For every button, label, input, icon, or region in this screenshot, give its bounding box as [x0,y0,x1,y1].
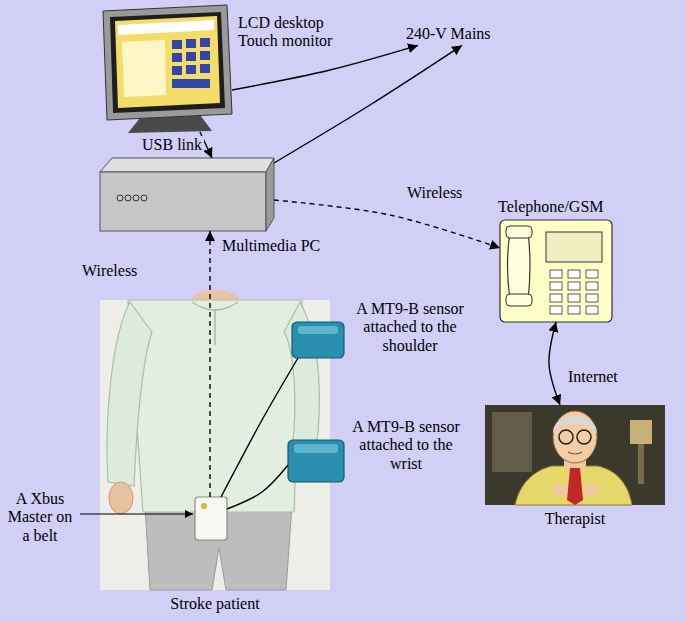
monitor-frame [110,12,225,113]
sensor-label: A MT9-B sensor attached to the wrist [350,418,462,473]
hand [109,482,133,514]
figure-label: Stroke patient [155,595,275,613]
mains-supply: 240-V Mains [404,23,493,45]
mouth [568,452,582,454]
device-label: 240-V Mains [406,25,491,43]
glasses [559,430,573,444]
sweater-collar [192,302,238,310]
screen-key [200,64,210,73]
hand [582,484,598,496]
device-label: LCD desktop Touch monitor [238,14,342,51]
telephone: Telephone/GSM [500,220,612,322]
phone-key [550,294,562,302]
sweater-zip [214,310,215,345]
screen-key [186,52,196,61]
sensor-highlight [294,444,338,453]
pc-button [141,195,147,201]
device-label: Telephone/GSM [498,198,618,216]
therapist-picture [485,405,665,505]
phone-key [586,270,598,278]
patient-photo: Stroke patientA MT9-B sensor attached to… [100,300,330,590]
phone-mouthpiece [506,294,532,306]
phone-key [586,306,598,314]
phone-key [568,294,580,302]
shoulder-sensor-icon [292,322,344,358]
screen-key [172,40,182,49]
face [553,411,597,463]
device-label: A Xbus Master on a belt [4,490,76,545]
shirt [515,466,632,505]
screen-key [200,51,210,60]
screen-bar [118,20,214,35]
room-window [492,412,532,472]
pc-button [117,195,123,201]
power-arrow [232,45,418,90]
sensor-wire [221,358,298,497]
xbus-master: A Xbus Master on a belt [195,497,227,540]
sensor-box: A MT9-B sensor attached to the wrist [288,440,344,482]
phone-key [586,294,598,302]
pc-top [100,158,274,172]
pc-front [100,172,266,231]
internet-arrow [549,322,560,405]
sweater-arm [107,302,152,486]
connector-label: Wireless [405,184,464,202]
pc-button [133,195,139,201]
xbus-master-icon [195,497,227,540]
touch-monitor: LCD desktop Touch monitor [100,5,232,132]
screen-key [172,53,182,62]
tie [567,468,583,505]
phone-body [500,220,612,322]
sweater-torso [128,300,302,512]
screen-key [186,65,196,74]
sensor-highlight [298,326,338,334]
therapist-picture: Therapist [485,405,665,505]
pc-button [125,195,131,201]
phone-keypad [550,270,598,314]
monitor-bezel [103,5,232,120]
connector-label: Wireless [80,262,139,280]
glasses [577,430,591,444]
room-lamp [630,420,652,444]
phone-key [550,270,562,278]
screen-key [172,79,210,88]
connector-label: Internet [566,368,620,386]
sensor-wire [227,465,288,509]
hand [552,484,568,496]
pc-buttons [117,195,147,201]
screen-key [200,38,210,47]
figure-label: Therapist [515,510,635,528]
wireless-arrow [209,231,210,497]
screen-keypad [172,38,210,88]
phone-key [568,306,580,314]
phone-screen [546,232,602,262]
monitor-screen [115,16,220,108]
screen-panel [122,40,166,97]
hair [553,416,597,434]
screen-key [172,66,182,75]
sensor-label: A MT9-B sensor attached to the shoulder [350,300,470,355]
phone-handset [508,232,531,300]
xbus-light [201,503,207,509]
sensor-box: A MT9-B sensor attached to the shoulder [292,322,344,358]
screen-key [186,39,196,48]
pc-side [266,158,274,231]
phone-earpiece [506,226,532,238]
device-label: Multimedia PC [222,237,334,255]
phone-key [586,282,598,290]
multimedia-pc: Multimedia PC [100,158,274,231]
wrist-sensor-icon [288,440,344,482]
leader-line [80,513,193,514]
power-arrow [274,45,462,163]
phone-key [568,282,580,290]
phone-key [568,270,580,278]
phone-key [550,282,562,290]
connector-label: USB link [140,136,204,154]
phone-key [550,306,562,314]
lamp-stand [638,444,644,484]
